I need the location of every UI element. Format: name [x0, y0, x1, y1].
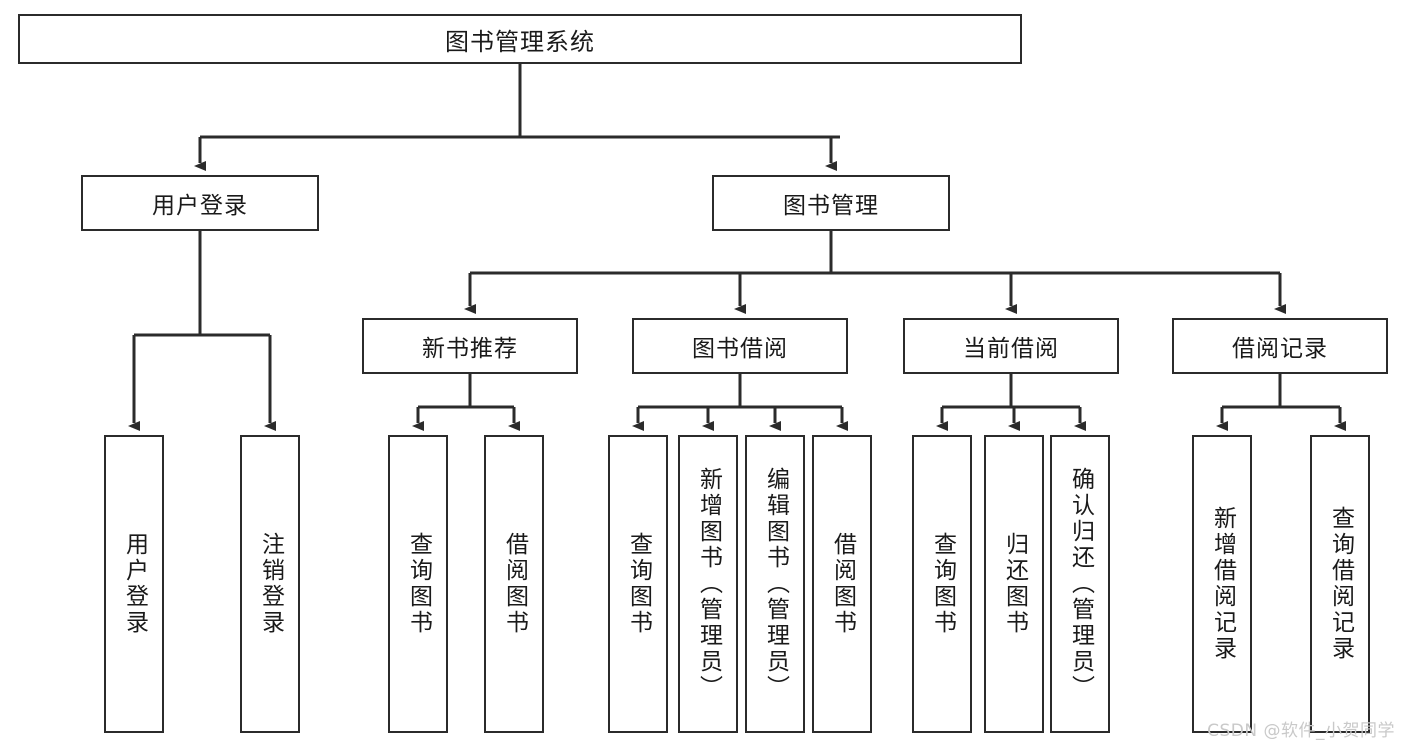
leaf-add-book-label: 新增图书（管理员） [695, 467, 722, 701]
node-book-manage[interactable]: 图书管理 [712, 175, 950, 231]
leaf-confirm-return[interactable]: 确认归还（管理员） [1050, 435, 1110, 733]
node-book-manage-label: 图书管理 [783, 193, 879, 219]
leaf-query-book-1[interactable]: 查询图书 [388, 435, 448, 733]
node-user-login-label: 用户登录 [152, 193, 248, 219]
leaf-query-book-2[interactable]: 查询图书 [608, 435, 668, 733]
node-book-borrow-label: 图书借阅 [692, 336, 788, 362]
leaf-query-record-label: 查询借阅记录 [1327, 506, 1354, 662]
node-new-book-recommend[interactable]: 新书推荐 [362, 318, 578, 374]
leaf-edit-book[interactable]: 编辑图书（管理员） [745, 435, 805, 733]
node-borrow-record-label: 借阅记录 [1232, 336, 1328, 362]
node-book-borrow[interactable]: 图书借阅 [632, 318, 848, 374]
leaf-user-login-label: 用户登录 [121, 532, 148, 636]
leaf-borrow-book-1-label: 借阅图书 [501, 532, 528, 636]
leaf-add-record[interactable]: 新增借阅记录 [1192, 435, 1252, 733]
leaf-borrow-book-2[interactable]: 借阅图书 [812, 435, 872, 733]
leaf-borrow-book-2-label: 借阅图书 [829, 532, 856, 636]
leaf-query-record[interactable]: 查询借阅记录 [1310, 435, 1370, 733]
leaf-borrow-book-1[interactable]: 借阅图书 [484, 435, 544, 733]
csdn-watermark: CSDN @软件_小贺同学 [1207, 721, 1395, 741]
node-root[interactable]: 图书管理系统 [18, 14, 1022, 64]
leaf-query-book-3[interactable]: 查询图书 [912, 435, 972, 733]
leaf-return-book[interactable]: 归还图书 [984, 435, 1044, 733]
node-current-borrow[interactable]: 当前借阅 [903, 318, 1119, 374]
leaf-query-book-2-label: 查询图书 [625, 532, 652, 636]
leaf-confirm-return-label: 确认归还（管理员） [1067, 467, 1094, 701]
leaf-query-book-1-label: 查询图书 [405, 532, 432, 636]
leaf-add-record-label: 新增借阅记录 [1209, 506, 1236, 662]
node-new-book-recommend-label: 新书推荐 [422, 336, 518, 362]
node-current-borrow-label: 当前借阅 [963, 336, 1059, 362]
leaf-logout[interactable]: 注销登录 [240, 435, 300, 733]
leaf-return-book-label: 归还图书 [1001, 532, 1028, 636]
leaf-edit-book-label: 编辑图书（管理员） [762, 467, 789, 701]
leaf-logout-label: 注销登录 [257, 532, 284, 636]
leaf-query-book-3-label: 查询图书 [929, 532, 956, 636]
node-root-label: 图书管理系统 [445, 27, 595, 56]
leaf-add-book[interactable]: 新增图书（管理员） [678, 435, 738, 733]
node-borrow-record[interactable]: 借阅记录 [1172, 318, 1388, 374]
leaf-user-login[interactable]: 用户登录 [104, 435, 164, 733]
node-user-login[interactable]: 用户登录 [81, 175, 319, 231]
